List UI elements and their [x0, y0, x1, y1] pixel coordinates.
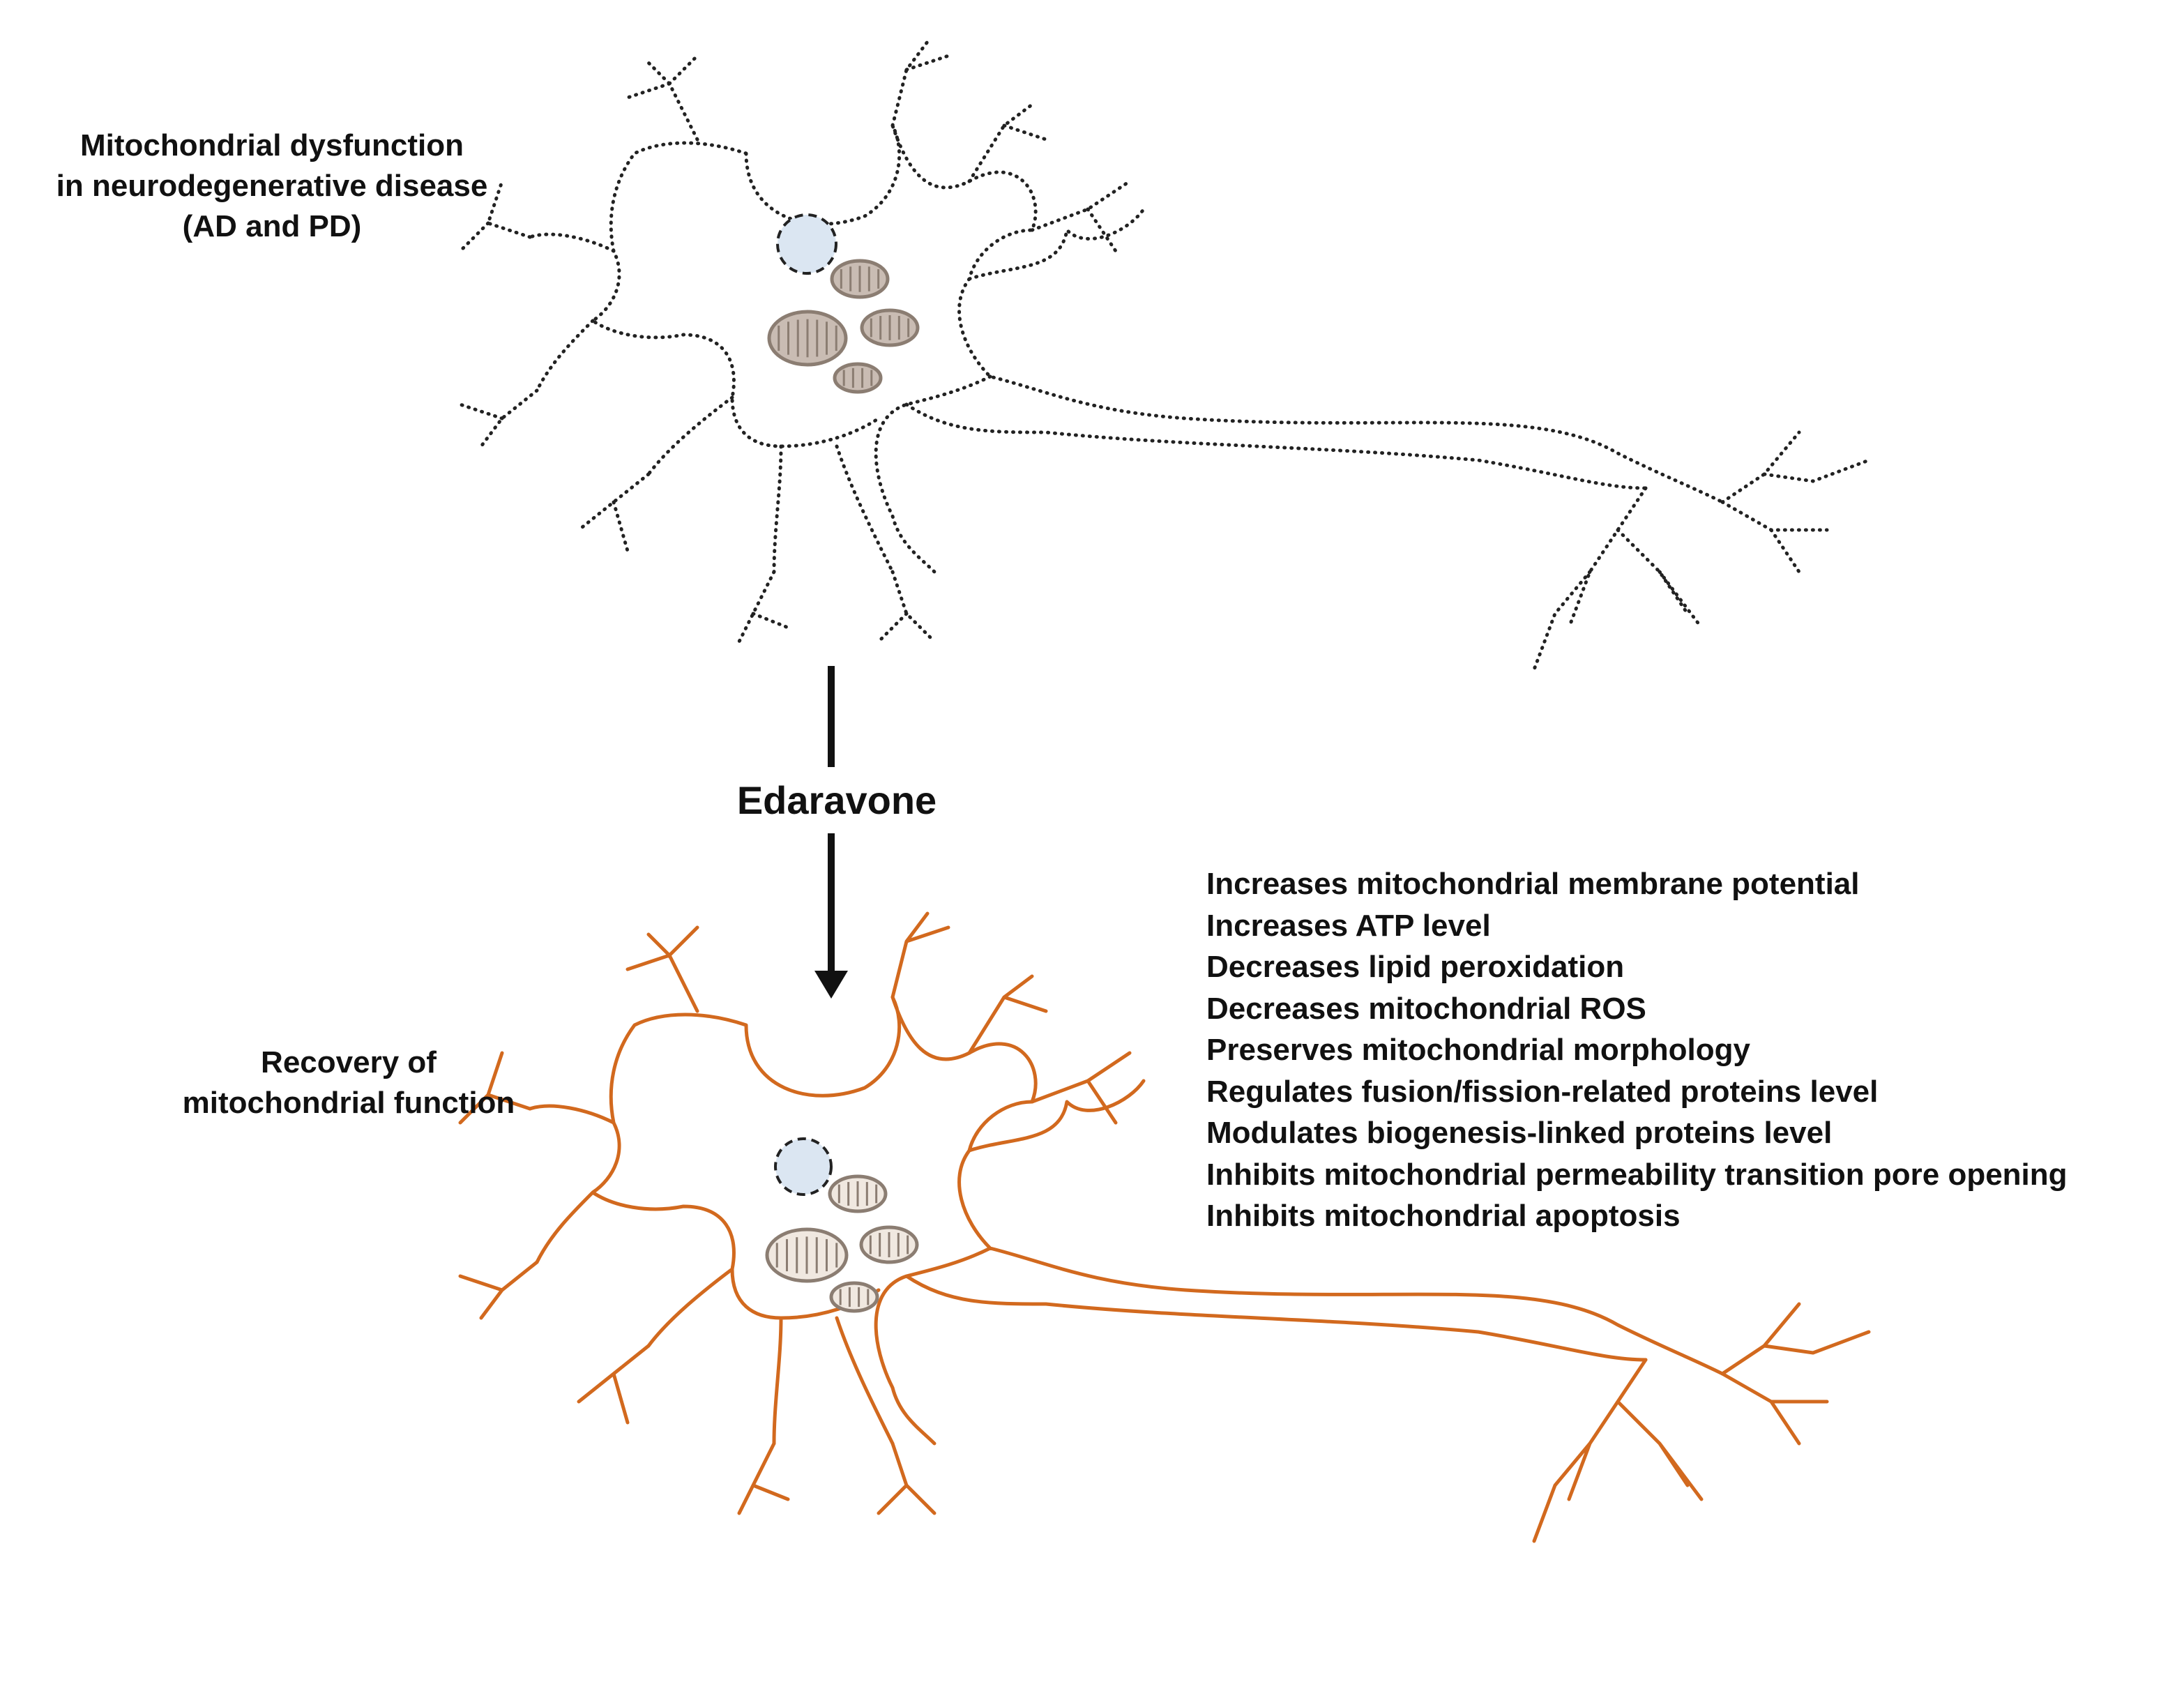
bottom-mitochondrion — [829, 1281, 879, 1313]
effect-item: Decreases mitochondrial ROS — [1206, 991, 1646, 1026]
top-neuron — [458, 40, 1871, 672]
bottom-neuron-dendrites — [458, 911, 1871, 1543]
bottom-caption: Recovery of mitochondrial function — [153, 1043, 544, 1123]
top-caption: Mitochondrial dysfunction in neurodegene… — [28, 126, 516, 247]
effect-item: Increases ATP level — [1206, 908, 1491, 943]
top-nucleus — [776, 213, 837, 275]
top-organelles — [767, 213, 920, 394]
mitochondria-cristae — [775, 266, 910, 1307]
effect-item: Inhibits mitochondrial permeability tran… — [1206, 1157, 2068, 1192]
treatment-arrow — [814, 666, 848, 999]
bottom-nucleus — [774, 1137, 833, 1196]
treatment-label: Edaravone — [736, 778, 937, 822]
bottom-caption-line: mitochondrial function — [182, 1086, 515, 1120]
effects-list: Increases mitochondrial membrane potenti… — [1206, 863, 2068, 1237]
bottom-neuron — [458, 911, 1871, 1543]
top-caption-line: Mitochondrial dysfunction — [80, 128, 464, 162]
effect-item: Modulates biogenesis-linked proteins lev… — [1206, 1116, 1833, 1150]
effect-item: Regulates fusion/fission-related protein… — [1206, 1074, 1879, 1109]
top-neuron-body — [528, 124, 1724, 574]
effect-item: Increases mitochondrial membrane potenti… — [1206, 867, 1860, 901]
effect-item: Preserves mitochondrial morphology — [1206, 1033, 1750, 1067]
bottom-organelles — [765, 1137, 919, 1313]
top-neuron-dendrites — [458, 40, 1871, 672]
bottom-neuron-body — [528, 995, 1724, 1446]
effect-item: Inhibits mitochondrial apoptosis — [1206, 1199, 1681, 1233]
top-caption-line: (AD and PD) — [182, 209, 362, 243]
effect-item: Decreases lipid peroxidation — [1206, 950, 1625, 984]
top-caption-line: in neurodegenerative disease — [56, 169, 488, 203]
bottom-caption-line: Recovery of — [261, 1045, 437, 1079]
top-mitochondrion — [833, 362, 883, 394]
arrow-head — [814, 971, 848, 999]
